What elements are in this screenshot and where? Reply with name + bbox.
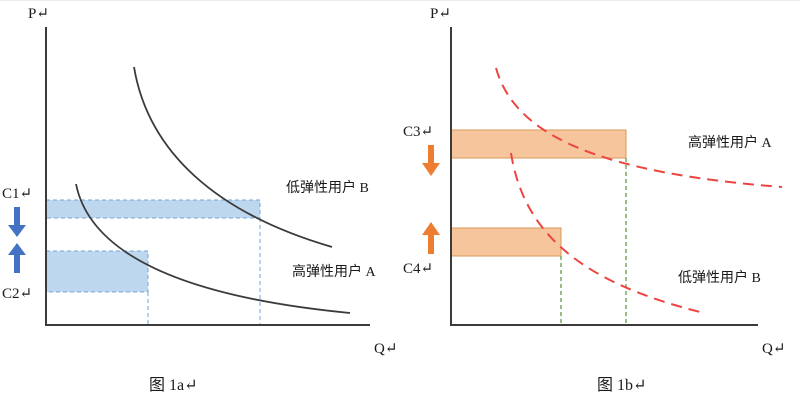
figure-1a: P↵ Q↵ C1↵ C2↵ 低弹性用户 B 高弹性用户 A 图 1a↵	[2, 6, 397, 394]
curve-label-low-elasticity-b: 低弹性用户 B	[286, 179, 369, 196]
curve-label-high-elasticity-a: 高弹性用户 A	[688, 134, 772, 151]
demand-curve-low-elasticity-b	[133, 66, 333, 248]
arrow-up-icon	[422, 222, 440, 254]
c1-price-label: C1↵	[2, 186, 32, 202]
arrow-down-icon	[8, 207, 26, 237]
caption-figure-1a: 图 1a↵	[149, 377, 198, 394]
p-axis-label: P↵	[28, 6, 49, 22]
price-band-c3	[450, 129, 627, 159]
price-band-c2	[45, 250, 149, 293]
c3-price-label: C3↵	[403, 124, 433, 140]
demand-curve-high-elasticity-a	[75, 183, 351, 314]
c2-price-label: C2↵	[2, 286, 32, 302]
price-band-c4	[450, 227, 562, 257]
curve-label-low-elasticity-b: 低弹性用户 B	[678, 269, 761, 286]
arrow-down-icon	[422, 145, 440, 176]
c4-price-label: C4↵	[403, 261, 433, 277]
q-axis-label: Q↵	[374, 341, 397, 357]
demand-curve-high-elasticity-a	[495, 67, 783, 188]
demand-curve-low-elasticity-b	[510, 152, 701, 313]
q-axis-label: Q↵	[762, 341, 785, 357]
arrow-up-icon	[8, 243, 26, 273]
p-axis-label: P↵	[430, 6, 451, 22]
figure-1b: P↵ Q↵ C3↵ C4↵ 高弹性用户 A 低弹性用户 B 图 1b↵	[403, 6, 785, 394]
price-band-c1	[45, 199, 261, 219]
caption-figure-1b: 图 1b↵	[597, 377, 646, 394]
curve-label-high-elasticity-a: 高弹性用户 A	[292, 263, 376, 280]
